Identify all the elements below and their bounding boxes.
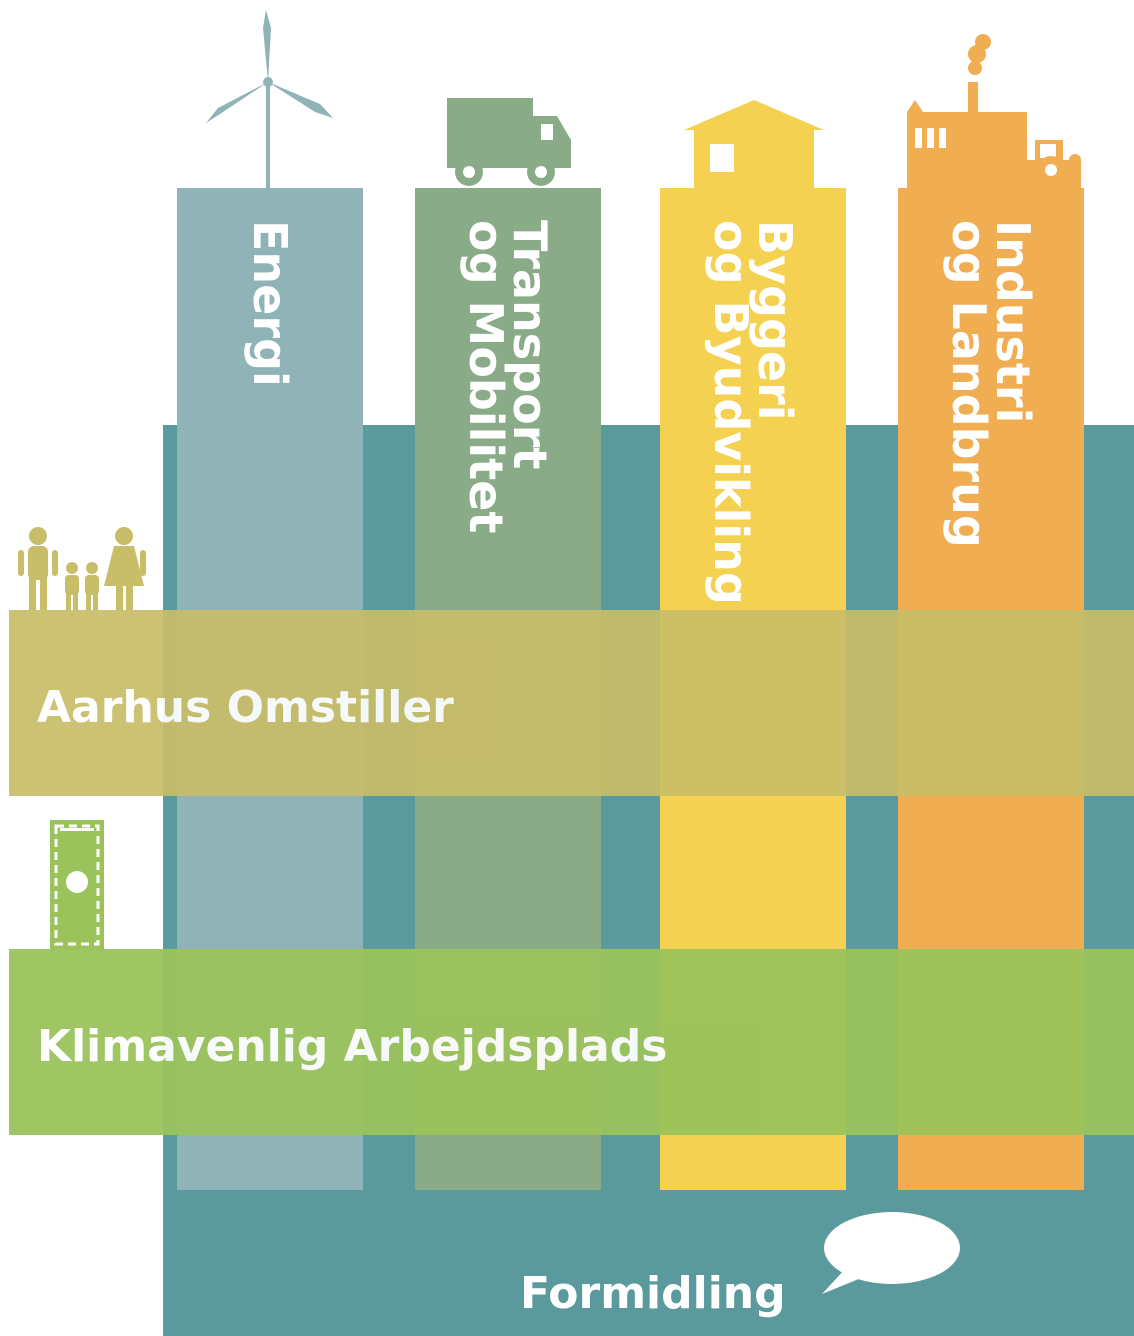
pillar-label-transport: Transport og Mobilitet — [459, 220, 557, 534]
wind-turbine-icon — [206, 10, 333, 190]
speech-bubble-icon — [822, 1212, 960, 1294]
pillar-label-industri: Industri og Landbrug — [942, 220, 1040, 548]
band-label-klimavenlig-arbejdsplads: Klimavenlig Arbejdsplads — [37, 1021, 668, 1072]
base-label-formidling: Formidling — [520, 1268, 786, 1319]
factory-icon — [907, 34, 1081, 190]
truck-icon — [447, 98, 571, 186]
family-icon — [18, 527, 146, 610]
certificate-icon — [50, 820, 104, 950]
pillar-label-energi: Energi — [243, 220, 297, 387]
house-icon — [684, 100, 824, 190]
pillar-label-byggeri: Byggeri og Byudvikling — [704, 220, 802, 605]
band-klimavenlig-arbejdsplads: Klimavenlig Arbejdsplads — [9, 949, 1134, 1135]
band-label-aarhus-omstiller: Aarhus Omstiller — [37, 682, 454, 733]
band-aarhus-omstiller: Aarhus Omstiller — [9, 610, 1134, 796]
